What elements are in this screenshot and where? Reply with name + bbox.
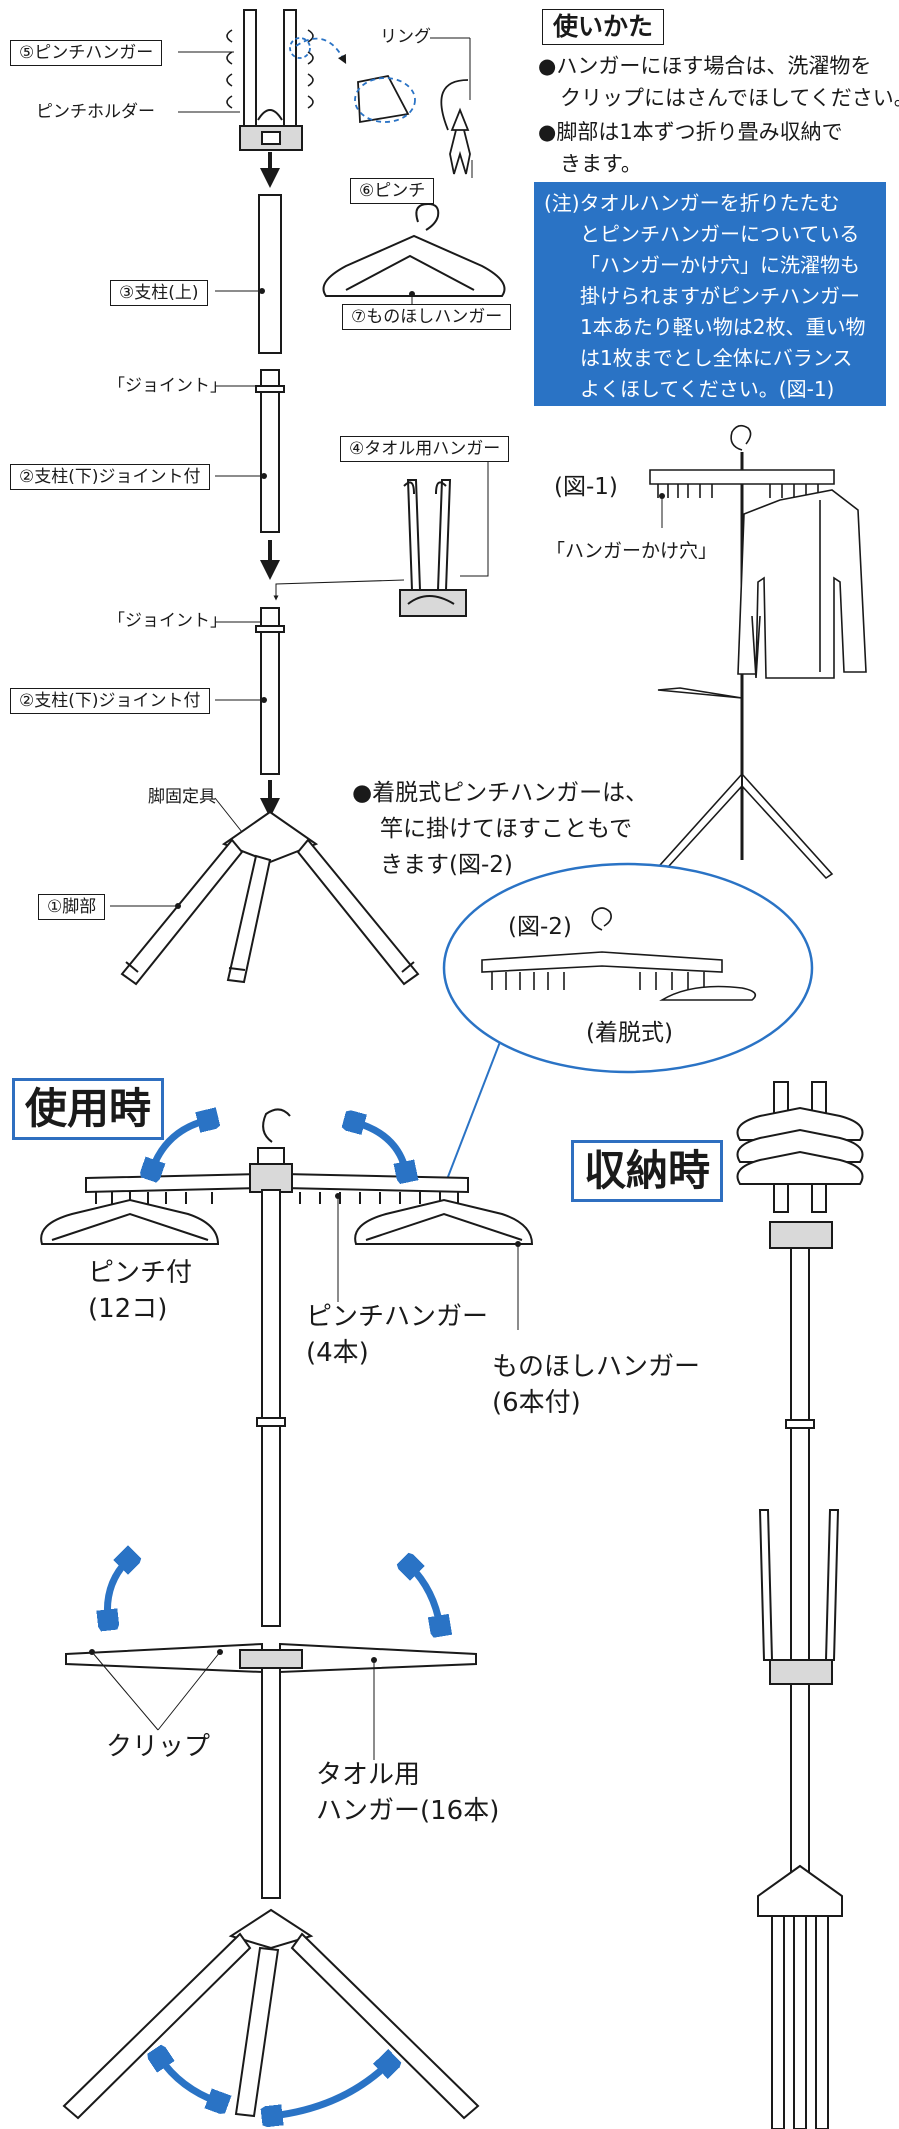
note-line: 1本あたり軽い物は2枚、重い物	[580, 315, 866, 339]
pinch-hanger-exploded	[226, 9, 314, 151]
bullet-1-line-1: ●ハンガーにほす場合は、洗濯物を	[538, 54, 872, 78]
lower-pole-2	[255, 607, 285, 775]
towel-hanger-part	[399, 479, 467, 617]
towel-line-1: タオル用	[316, 1760, 421, 1790]
fig1-hole-label: 「ハンガーかけ穴」	[546, 540, 718, 562]
usage-heading: 使いかた	[542, 9, 665, 45]
in-use-stand	[40, 1108, 534, 2120]
fig2-label: (図-2)	[508, 914, 572, 940]
label-pinch: ⑥ピンチ	[350, 178, 435, 204]
note-line: とピンチハンガーについている	[580, 222, 860, 246]
laundry-hanger-part	[322, 202, 506, 297]
fig1-label: (図-1)	[554, 474, 618, 500]
laundry-hanger-line-2: (6本付)	[492, 1388, 581, 1418]
label-ring: リング	[380, 27, 431, 47]
laundry-hanger-line-1: ものほしハンガー	[492, 1352, 701, 1382]
label-upper-pole: ③支柱(上)	[110, 280, 208, 306]
label-legs: ①脚部	[38, 894, 106, 920]
bullet-1-line-2: クリップにはさんでほしてください。	[560, 86, 899, 110]
fig2-caption: (着脱式)	[586, 1020, 673, 1046]
label-lower-pole-2: ②支柱(下)ジョイント付	[10, 688, 210, 714]
lower-pole-1	[255, 369, 285, 533]
note-line: 「ハンガーかけ穴」に洗濯物も	[580, 253, 860, 277]
label-leg-fixture: 脚固定具	[148, 787, 216, 807]
pinch-detail	[289, 37, 471, 175]
label-towel-hanger: ④タオル用ハンガー	[340, 436, 510, 462]
detachable-line-2: 竿に掛けてほすこともで	[380, 816, 633, 842]
label-joint-1: 「ジョイント」	[108, 376, 227, 396]
fig1-illustration	[649, 424, 867, 880]
label-pinch-holder: ピンチホルダー	[36, 102, 155, 122]
note-line: よくほしてください。(図-1)	[580, 377, 835, 401]
storage-stand	[736, 1081, 864, 2129]
pinch-count-line-1: ピンチ付	[88, 1258, 193, 1288]
pinch-hanger-line-1: ピンチハンガー	[306, 1302, 489, 1332]
label-joint-2: 「ジョイント」	[108, 611, 227, 631]
legs-part	[120, 810, 420, 986]
note-box: (注)タオルハンガーを折りたたむ とピンチハンガーについている 「ハンガーかけ穴…	[534, 182, 886, 406]
storage-title: 収納時	[571, 1140, 724, 1202]
clip-label: クリップ	[106, 1732, 211, 1762]
detachable-line-3: きます(図-2)	[380, 852, 513, 878]
fig2-hanger	[481, 907, 757, 1001]
detachable-line-1: ●着脱式ピンチハンガーは、	[352, 780, 649, 806]
note-line: は1枚までとし全体にバランス	[580, 346, 853, 370]
in-use-title: 使用時	[12, 1078, 165, 1140]
bullet-2-line-2: きます。	[560, 152, 642, 176]
note-line: 掛けられますがピンチハンガー	[580, 284, 860, 308]
pinch-count-line-2: (12コ)	[88, 1294, 168, 1324]
note-line: (注)タオルハンガーを折りたたむ	[544, 191, 840, 215]
bullet-2-line-1: ●脚部は1本ずつ折り畳み収納で	[538, 120, 843, 144]
label-lower-pole-1: ②支柱(下)ジョイント付	[10, 464, 210, 490]
upper-pole	[258, 194, 282, 354]
towel-line-2: ハンガー(16本)	[316, 1796, 500, 1826]
label-pinch-hanger: ⑤ピンチハンガー	[10, 40, 163, 66]
pinch-hanger-line-2: (4本)	[306, 1338, 369, 1368]
label-laundry-hanger: ⑦ものほしハンガー	[342, 304, 512, 330]
